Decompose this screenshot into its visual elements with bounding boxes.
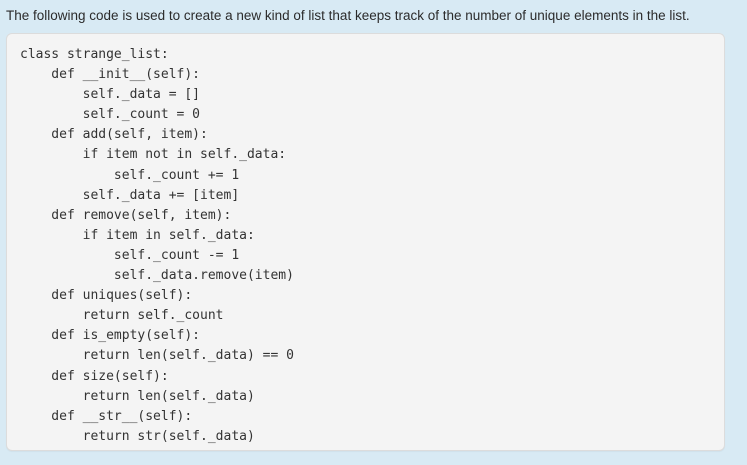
code-line: def uniques(self): — [20, 288, 193, 304]
code-line: self._count += 1 — [20, 167, 240, 183]
code-line: def size(self): — [20, 368, 169, 384]
code-line: self._count = 0 — [20, 107, 201, 123]
code-line: return len(self._data) — [20, 388, 255, 404]
code-line: self._data = [] — [20, 87, 201, 103]
code-content: class strange_list: def __init__(self): … — [20, 45, 724, 447]
code-line: if item not in self._data: — [20, 147, 287, 163]
code-line: def remove(self, item): — [20, 207, 232, 223]
code-line: def is_empty(self): — [20, 328, 201, 344]
code-line: class strange_list: — [20, 47, 169, 62]
code-line: if item in self._data: — [20, 227, 255, 243]
python-code-block: class strange_list: def __init__(self): … — [7, 34, 724, 447]
code-line: def add(self, item): — [20, 127, 208, 143]
code-line: self._data.remove(item) — [20, 268, 294, 284]
code-line: def __init__(self): — [20, 67, 201, 83]
code-line: self._count -= 1 — [20, 247, 240, 263]
code-snippet-card: class strange_list: def __init__(self): … — [6, 33, 725, 451]
code-line: def __str__(self): — [20, 408, 193, 424]
question-prompt-text: The following code is used to create a n… — [6, 8, 690, 23]
code-line: return self._count — [20, 308, 224, 324]
code-line: return len(self._data) == 0 — [20, 348, 294, 364]
code-line: self._data += [item] — [20, 187, 240, 203]
code-line: return str(self._data) — [20, 428, 255, 444]
